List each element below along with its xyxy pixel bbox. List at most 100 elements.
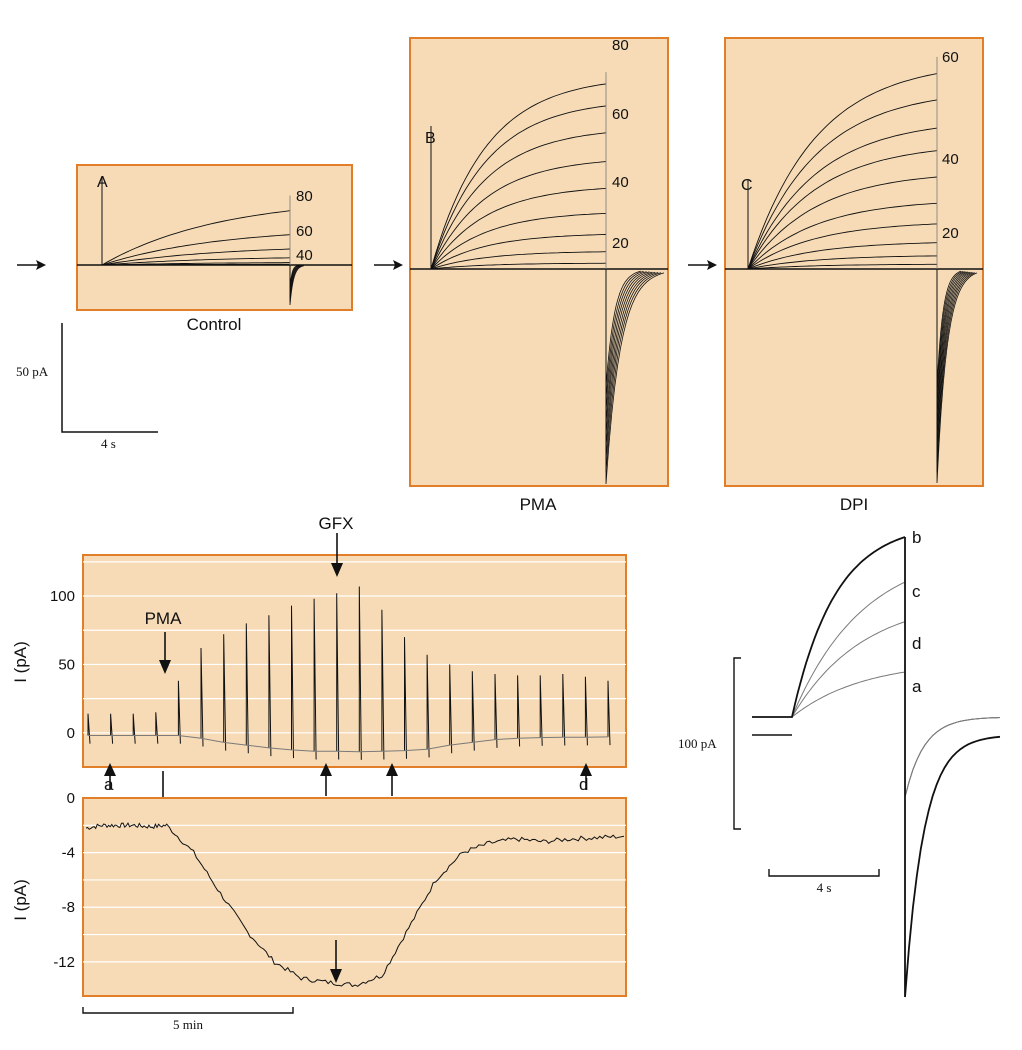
tracesB-step-trace-5: [430, 161, 607, 270]
peak-pulse-12: [358, 586, 362, 760]
point-d-arrow-head: [580, 763, 592, 776]
tracesB-tail-5: [605, 269, 656, 448]
tracesC-tail-8: [936, 269, 976, 473]
panel-b-step-60: 60: [612, 106, 629, 123]
peak-pulse-2: [132, 713, 136, 744]
superimposed-tail-c: [904, 582, 1001, 798]
peak-pulse-5: [200, 647, 204, 747]
peak-pulse-13: [381, 609, 385, 760]
tracesC-tail-7: [936, 269, 974, 462]
peak-pulse-22: [584, 676, 588, 746]
tracesB-tail-8: [605, 269, 665, 485]
panel-c-frame: [724, 37, 984, 487]
tracesA-step-trace-0: [102, 263, 290, 266]
tracesC-tail-4: [936, 269, 969, 430]
panel-a-frame: [76, 164, 353, 311]
pma-arrow-head: [159, 660, 171, 674]
panel-a-step-60: 60: [296, 223, 313, 240]
peak-pulse-10: [313, 598, 317, 760]
tracesC-step-trace-9: [747, 73, 938, 270]
panel-a-arrow-head: [36, 260, 46, 270]
peak-pulse-23: [607, 680, 611, 746]
peak-pulse-19: [517, 675, 521, 747]
tracesB-step-trace-8: [430, 83, 607, 270]
scale-bar-a-x-label: 4 s: [101, 436, 116, 451]
panel-b-step-40: 40: [612, 174, 629, 191]
tracesA-tail-2: [289, 265, 301, 295]
trace-a-label: a: [912, 677, 922, 696]
tracesC-step-trace-3: [747, 223, 938, 270]
time-course-peak-ylabel: I (pA): [11, 641, 30, 683]
tracesA-step-trace-4: [101, 234, 291, 266]
scale-bar-a-y-label: 50 pA: [16, 364, 49, 379]
tracesB-tail-0: [605, 269, 641, 388]
time-course-peak-gridlines: [83, 561, 626, 734]
tracesA-step-trace-1: [101, 262, 290, 266]
peak-pulse-4: [177, 680, 181, 744]
tracesA-step-trace-2: [101, 257, 291, 266]
superimposed-trace-b: [752, 536, 906, 718]
tracesB-tail-3: [605, 269, 650, 424]
scale-bar-100pa-label: 100 pA: [678, 736, 717, 751]
tracesA-step-trace-3: [101, 248, 291, 266]
panel-a: A 80 60 40 Control: [76, 164, 353, 334]
peak-pulse-7: [245, 623, 249, 754]
peak-pulse-21: [562, 673, 566, 746]
scale-bar-5min: 5 min: [82, 1007, 294, 1032]
tracesC-tail-9: [936, 269, 978, 484]
time-course-holding-frame: [82, 797, 627, 997]
tracesC-step-trace-2: [747, 242, 938, 270]
panel-c: C 60 40 20 DPI: [724, 37, 984, 514]
superimposed-traces: [752, 536, 1001, 998]
holding-ytick-12: -12: [53, 954, 75, 971]
time-course-peak-trace: [87, 586, 611, 760]
scale-bar-5min-label: 5 min: [173, 1017, 203, 1032]
peak-pulse-15: [426, 654, 430, 758]
tracesA-tail-1: [289, 265, 300, 291]
panel-c-caption: DPI: [840, 495, 868, 514]
tracesC-step-trace-1: [747, 255, 937, 270]
peak-pulse-6: [223, 634, 227, 751]
peak-pulse-14: [404, 637, 407, 759]
trace-b-label: b: [912, 528, 921, 547]
gfx-annotation: GFX: [319, 514, 354, 533]
panel-c-step-20: 20: [942, 225, 959, 242]
superimposed-trace-d: [752, 621, 906, 718]
tracesB-tail-6: [605, 269, 659, 460]
holding-ytick-0: 0: [67, 790, 75, 807]
tracesA-tail-5: [289, 265, 305, 306]
superimposed-traces-panel: b c d a 100 pA 4 s: [678, 528, 1001, 998]
tracesC-tail-6: [936, 269, 972, 451]
scale-bar-4s-label: 4 s: [817, 880, 832, 895]
tracesB-step-trace-1: [430, 251, 607, 270]
tracesA-step-trace-5: [101, 210, 291, 266]
time-course-holding-ylabel: I (pA): [11, 879, 30, 921]
peak-pulse-3: [155, 712, 159, 744]
holding-current-trace: [85, 822, 625, 988]
time-course-holding-trace: [85, 822, 625, 988]
point-d-label: d: [579, 775, 588, 794]
peak-ytick-100: 100: [50, 588, 75, 605]
tracesB-step-trace-4: [430, 187, 607, 270]
holding-ytick-8: -8: [62, 899, 75, 916]
scale-bar-4s: [768, 869, 880, 877]
superimposed-tail-b: [904, 537, 1001, 998]
time-course-holding-yticks: 0-4-8-12: [53, 790, 75, 971]
panel-b-step-20: 20: [612, 235, 629, 252]
superimposed-trace-c: [752, 581, 906, 718]
peak-pulse-17: [471, 671, 475, 751]
panel-b-letter: B: [425, 130, 436, 147]
panel-b: B 80 60 40 20 PMA: [409, 37, 669, 514]
peak-pulse-18: [494, 673, 498, 748]
tracesC-step-trace-7: [747, 127, 938, 270]
point-b-arrow-head: [320, 763, 332, 776]
superimposed-trace-a: [752, 671, 906, 718]
panel-a-caption: Control: [187, 315, 242, 334]
scale-bar-a-lines: [61, 323, 158, 433]
tracesB-step-trace-7: [430, 105, 607, 270]
tracesB-step-trace-2: [430, 234, 607, 270]
peak-pulse-0: [87, 713, 91, 744]
tracesB-step-trace-6: [430, 132, 607, 270]
tracesC-step-trace-5: [747, 176, 938, 270]
